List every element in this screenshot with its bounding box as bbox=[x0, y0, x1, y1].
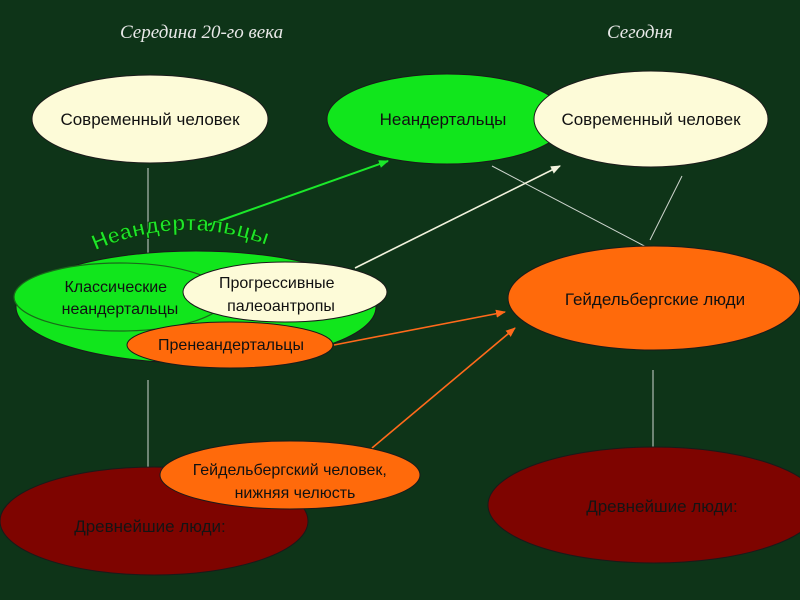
modern-human-left-node bbox=[31, 74, 269, 164]
arrow-heidelberg-man-to-heidelberg bbox=[371, 327, 516, 449]
heidelberg-people-node bbox=[507, 245, 800, 351]
ancient-people-left-label: Древнейшие люди: bbox=[74, 517, 226, 536]
modern-human-right-label: Современный человек bbox=[561, 110, 741, 129]
ancient-people-right-node bbox=[487, 446, 800, 564]
neanderthals-arc-label: Неандертальцы bbox=[88, 210, 273, 255]
heidelberg-man-label: Гейдельбергский человек, нижняя челюсть bbox=[193, 462, 392, 502]
connector-neanderthals-to-heidelberg bbox=[491, 165, 653, 251]
connector-modern-to-heidelberg bbox=[649, 175, 683, 241]
progressive-paleoanthropes-label: Прогрессивные палеоантропы bbox=[219, 275, 339, 315]
heading-mid-20th-century: Середина 20-го века bbox=[120, 22, 284, 43]
arrow-to-neanderthals bbox=[204, 160, 389, 227]
modern-human-left-label: Современный человек bbox=[60, 110, 240, 129]
neanderthals-arc-textpath: Неандертальцы bbox=[87, 210, 273, 256]
heidelberg-man-node bbox=[159, 440, 421, 510]
ancient-people-right-label: Древнейшие люди: bbox=[586, 497, 738, 516]
heading-today: Сегодня bbox=[607, 22, 673, 43]
preneanderthals-node bbox=[126, 321, 334, 369]
preneanderthals-label: Пренеандертальцы bbox=[158, 337, 304, 354]
heidelberg-people-label: Гейдельбергские люди bbox=[565, 290, 745, 309]
classic-neanderthals-label: Классические неандертальцы bbox=[62, 279, 179, 318]
arrow-preneanderthals-to-heidelberg bbox=[333, 309, 506, 346]
modern-human-right-node bbox=[533, 70, 769, 168]
arrow-to-modern-human bbox=[354, 165, 561, 269]
neanderthals-right-label: Неандертальцы bbox=[380, 110, 507, 129]
progressive-paleoanthropes-node bbox=[182, 261, 388, 323]
